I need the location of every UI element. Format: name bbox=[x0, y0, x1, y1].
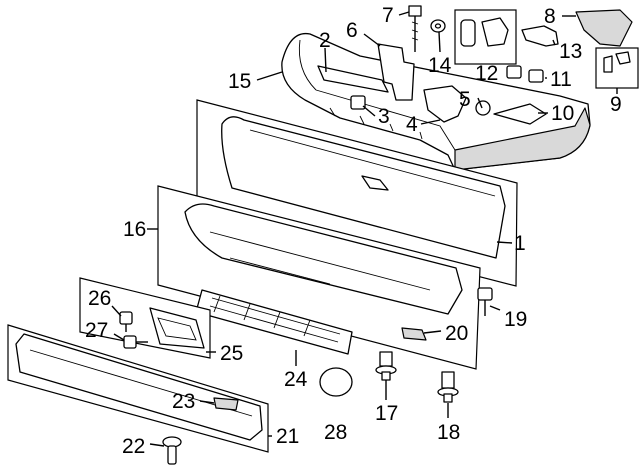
clip-23 bbox=[213, 397, 239, 411]
callout-26: 26 bbox=[88, 287, 111, 310]
callout-4: 4 bbox=[406, 113, 418, 136]
cap-28 bbox=[319, 367, 353, 397]
callout-25: 25 bbox=[220, 342, 243, 365]
clip-5 bbox=[475, 100, 491, 116]
callout-21: 21 bbox=[276, 425, 299, 448]
washer-14 bbox=[430, 19, 446, 33]
pin-17 bbox=[375, 351, 397, 381]
bolt-11 bbox=[506, 65, 544, 83]
bracket-6 bbox=[377, 43, 415, 101]
push-pin-22 bbox=[162, 436, 182, 465]
bracket-4 bbox=[423, 85, 467, 123]
callout-27: 27 bbox=[85, 319, 108, 342]
callout-labels: 1 2 3 4 5 6 7 8 9 10 11 12 13 14 15 16 1… bbox=[85, 4, 622, 458]
callout-22: 22 bbox=[122, 435, 145, 458]
grille bbox=[195, 289, 353, 355]
callout-1: 1 bbox=[514, 232, 526, 255]
callout-2: 2 bbox=[319, 29, 331, 52]
leader-lines bbox=[111, 11, 618, 447]
callout-24: 24 bbox=[284, 368, 308, 391]
callout-9: 9 bbox=[610, 93, 622, 116]
callout-3: 3 bbox=[378, 105, 390, 128]
bolt-9-group bbox=[595, 47, 639, 89]
air-deflector-panel bbox=[7, 324, 269, 453]
callout-10: 10 bbox=[551, 102, 574, 125]
bolt-13 bbox=[521, 25, 559, 47]
callout-14: 14 bbox=[428, 54, 452, 77]
callout-18: 18 bbox=[437, 421, 460, 444]
callout-6: 6 bbox=[346, 19, 358, 42]
callout-19: 19 bbox=[504, 308, 527, 331]
bolt-7 bbox=[408, 5, 422, 52]
reflector-8 bbox=[575, 9, 633, 47]
bolt-3 bbox=[350, 95, 366, 110]
screw-27 bbox=[123, 335, 148, 349]
callout-23: 23 bbox=[172, 390, 195, 413]
clip-12-group bbox=[454, 9, 517, 65]
clip-20 bbox=[401, 327, 427, 341]
callout-7: 7 bbox=[382, 4, 394, 27]
callout-28: 28 bbox=[324, 421, 347, 444]
screw-26 bbox=[119, 311, 133, 332]
bolt-19 bbox=[477, 287, 493, 316]
bracket-10 bbox=[493, 103, 547, 125]
callout-12: 12 bbox=[475, 62, 498, 85]
callout-13: 13 bbox=[559, 40, 582, 63]
callout-11: 11 bbox=[550, 68, 572, 91]
callout-15: 15 bbox=[228, 70, 251, 93]
pin-18 bbox=[437, 371, 459, 403]
callout-5: 5 bbox=[459, 88, 471, 111]
callout-20: 20 bbox=[445, 322, 468, 345]
callout-8: 8 bbox=[544, 5, 556, 28]
callout-17: 17 bbox=[375, 402, 398, 425]
bracket-2 bbox=[317, 65, 389, 93]
lower-panel bbox=[157, 185, 481, 370]
callout-16: 16 bbox=[123, 218, 146, 241]
license-bracket-panel bbox=[79, 277, 211, 359]
